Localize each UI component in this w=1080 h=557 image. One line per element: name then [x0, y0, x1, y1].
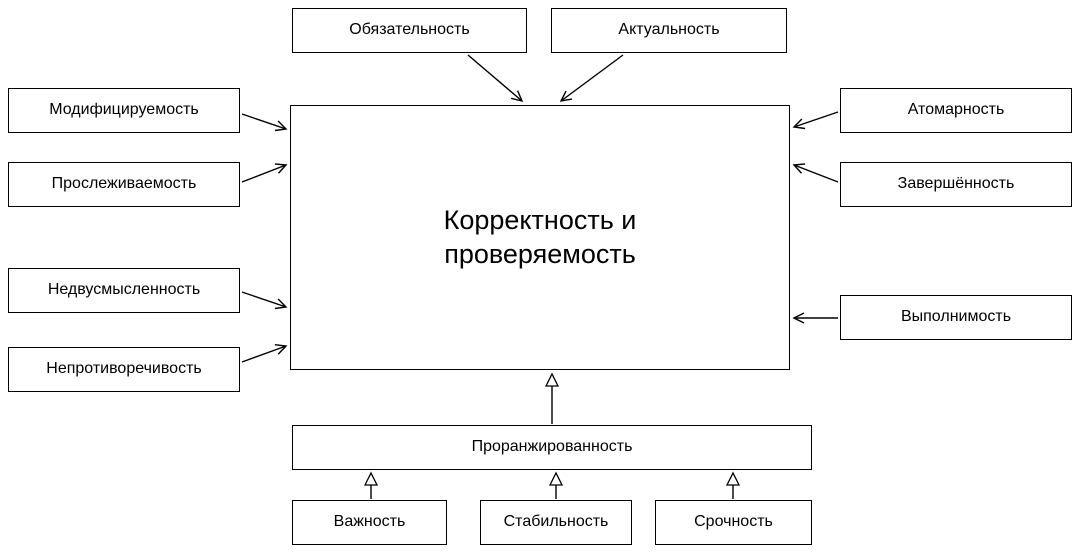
node-importance-label: Важность [333, 513, 406, 531]
node-consistency-label: Непротиворечивость [46, 360, 202, 378]
node-atomicity: Атомарность [840, 88, 1072, 133]
arrow-traceability-to-center [241, 163, 288, 183]
node-correctness-verifiability-label: Корректность и проверяемость [443, 204, 637, 269]
node-ranked-label: Проранжированность [471, 438, 633, 456]
arrow-obligatory-to-center [467, 54, 524, 103]
node-completeness-label: Завершённость [897, 175, 1015, 193]
arrow-completeness-to-center [792, 163, 839, 183]
arrow-modifiability-to-center [241, 113, 288, 132]
node-traceability-label: Прослеживаемость [51, 175, 197, 193]
node-traceability: Прослеживаемость [8, 162, 240, 207]
node-ranked: Проранжированность [292, 425, 812, 470]
node-correctness-verifiability: Корректность и проверяемость [290, 105, 790, 370]
node-modifiability: Модифицируемость [8, 88, 240, 133]
node-unambiguity-label: Недвусмысленность [47, 281, 201, 299]
node-consistency: Непротиворечивость [8, 347, 240, 392]
node-atomicity-label: Атомарность [907, 101, 1005, 119]
node-obligatory-label: Обязательность [349, 21, 470, 39]
node-relevance: Актуальность [551, 8, 787, 53]
node-stability-label: Стабильность [503, 513, 609, 531]
node-obligatory: Обязательность [292, 8, 527, 53]
node-feasibility: Выполнимость [840, 295, 1072, 340]
node-importance: Важность [292, 500, 447, 545]
node-relevance-label: Актуальность [618, 21, 720, 39]
node-completeness: Завершённость [840, 162, 1072, 207]
node-urgency: Срочность [655, 500, 812, 545]
arrow-unambiguity-to-center [241, 291, 288, 310]
node-feasibility-label: Выполнимость [900, 308, 1012, 326]
node-stability: Стабильность [480, 500, 632, 545]
node-urgency-label: Срочность [694, 513, 773, 531]
arrow-relevance-to-center [559, 54, 624, 102]
node-modifiability-label: Модифицируемость [49, 101, 199, 119]
node-unambiguity: Недвусмысленность [8, 268, 240, 313]
arrow-atomicity-to-center [792, 111, 839, 130]
arrow-consistency-to-center [241, 344, 288, 363]
